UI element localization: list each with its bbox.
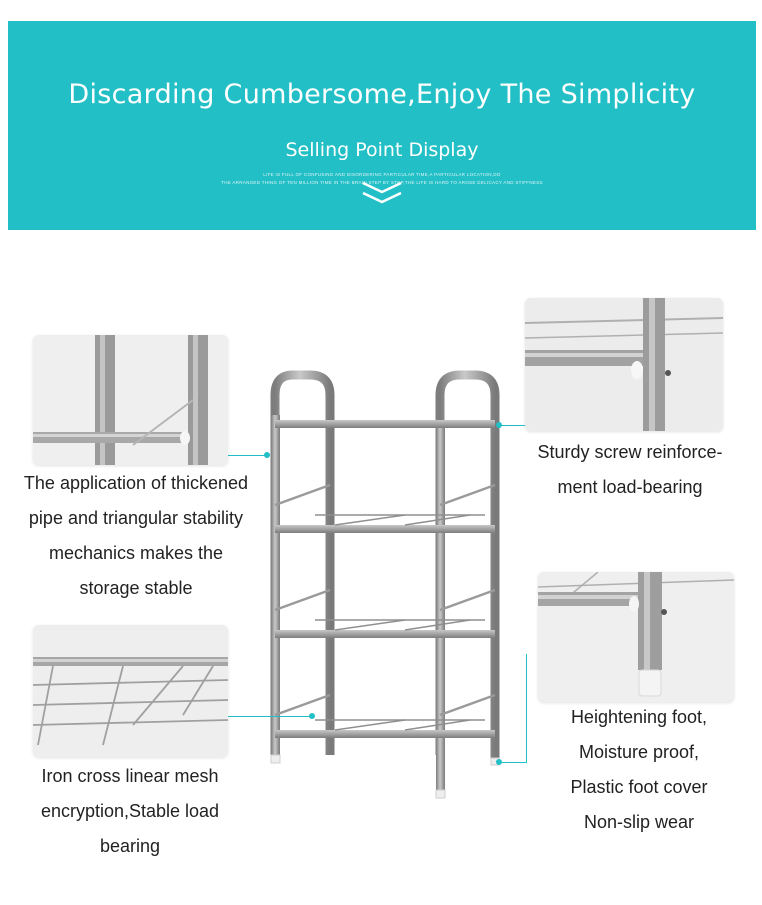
caption-line: encryption,Stable load bbox=[40, 801, 220, 821]
connector-dot-3 bbox=[309, 713, 315, 719]
caption-line: mechanics makes the bbox=[48, 543, 224, 563]
connector-dot-1 bbox=[264, 452, 270, 458]
caption-line: pipe and triangular stability bbox=[28, 508, 244, 528]
caption-line: Plastic foot cover bbox=[570, 777, 708, 797]
caption-line: ment load-bearing bbox=[557, 477, 703, 497]
banner-subtitle: Selling Point Display bbox=[285, 139, 479, 161]
caption-line: storage stable bbox=[79, 578, 193, 598]
caption-line: bearing bbox=[99, 836, 161, 856]
pipe-detail-image bbox=[33, 335, 228, 465]
double-chevron-down-icon bbox=[362, 181, 402, 204]
feature-caption-mesh: Iron cross linear mesh encryption,Stable… bbox=[15, 759, 245, 864]
banner-small-text-2: THE ARRANGED THING OF TEN MILLION TIME I… bbox=[221, 180, 543, 185]
caption-line: The application of thickened bbox=[23, 473, 249, 493]
connector-dot-2 bbox=[496, 422, 502, 428]
caption-line: Non-slip wear bbox=[583, 812, 695, 832]
banner-small-text-1: LIFE IS FULL OF CONFUSING AND DISORDERIN… bbox=[263, 172, 501, 177]
foot-detail-image bbox=[538, 572, 734, 702]
feature-caption-pipe: The application of thickened pipe and tr… bbox=[0, 466, 272, 606]
feature-caption-screw: Sturdy screw reinforce- ment load-bearin… bbox=[515, 435, 745, 505]
connector-line-4b bbox=[500, 762, 527, 763]
shoe-rack-image bbox=[270, 370, 500, 799]
connector-line-2 bbox=[500, 425, 525, 426]
connector-line-4 bbox=[526, 654, 527, 762]
connector-line-3 bbox=[228, 716, 313, 717]
mesh-detail-image bbox=[33, 625, 228, 757]
caption-line: Sturdy screw reinforce- bbox=[537, 442, 723, 462]
feature-caption-foot: Heightening foot, Moisture proof, Plasti… bbox=[525, 700, 753, 840]
connector-line-1 bbox=[228, 455, 266, 456]
screw-detail-image bbox=[525, 298, 723, 431]
caption-line: Heightening foot, bbox=[570, 707, 708, 727]
connector-dot-4 bbox=[496, 759, 502, 765]
banner-title: Discarding Cumbersome,Enjoy The Simplici… bbox=[68, 79, 696, 110]
caption-line: Moisture proof, bbox=[578, 742, 700, 762]
banner: Discarding Cumbersome,Enjoy The Simplici… bbox=[8, 21, 756, 230]
caption-line: Iron cross linear mesh bbox=[41, 766, 219, 786]
